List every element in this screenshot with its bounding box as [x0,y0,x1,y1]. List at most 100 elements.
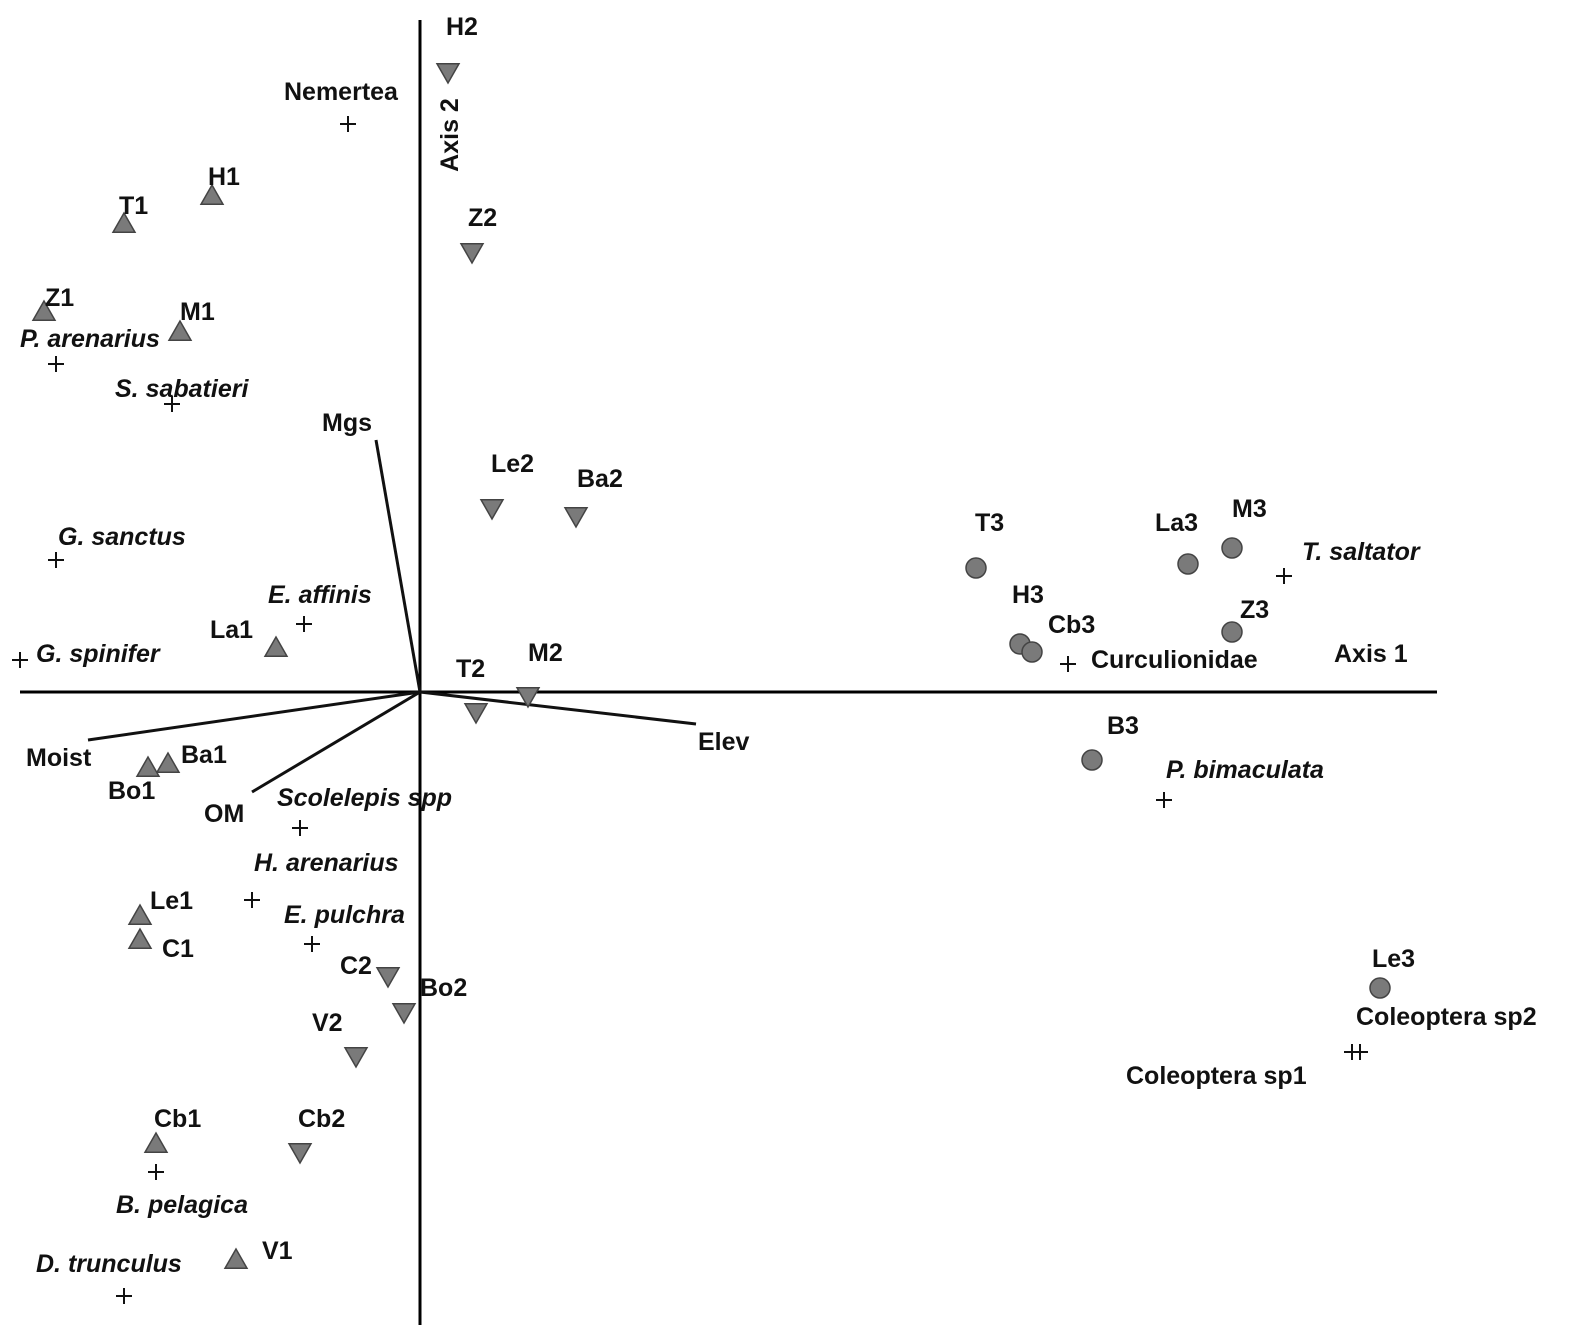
label-c1: C1 [162,935,194,963]
label-v2: V2 [312,1009,343,1037]
vector-mgs [374,439,422,693]
point-b3 [1081,749,1103,771]
point-v2 [343,1047,369,1069]
point-bo1 [135,755,161,777]
label-d-trunculus: D. trunculus [36,1250,182,1278]
point-z3 [1221,621,1243,643]
label-t3: T3 [975,509,1004,537]
point-g-spinifer [12,652,28,668]
label-c2: C2 [340,952,372,980]
point-s-sabatieri [164,396,180,412]
vector-label-om: OM [204,800,244,828]
label-t1: T1 [119,192,148,220]
label-bo1: Bo1 [108,777,155,805]
point-nemertea [340,116,356,132]
point-bo2 [391,1003,417,1025]
label-b-pelagica: B. pelagica [116,1191,248,1219]
label-b3: B3 [1107,712,1139,740]
label-g-spinifer: G. spinifer [36,640,161,668]
label-cb3: Cb3 [1048,611,1095,639]
point-e-pulchra [304,936,320,952]
label-z3: Z3 [1240,596,1269,624]
point-scolelepis-spp [292,820,308,836]
point-coleoptera-sp2 [1352,1044,1368,1060]
axis-1-label: Axis 1 [1334,640,1408,668]
vector-label-mgs: Mgs [322,409,372,437]
label-p-arenarius: P. arenarius [20,325,160,353]
label-m1: M1 [180,298,215,326]
point-la3 [1177,553,1199,575]
label-le2: Le2 [491,450,534,478]
point-le1 [127,903,153,925]
label-h-arenarius: H. arenarius [254,849,399,877]
vector-label-elev: Elev [698,728,750,756]
point-cb1 [143,1131,169,1153]
label-p-bimaculata: P. bimaculata [1166,756,1324,784]
point-t2 [463,703,489,725]
point-cb3 [1021,641,1043,663]
label-cb1: Cb1 [154,1105,201,1133]
label-ba1: Ba1 [181,741,227,769]
point-h1 [199,183,225,205]
point-cb2 [287,1143,313,1165]
point-c2 [375,967,401,989]
point-m3 [1221,537,1243,559]
label-la3: La3 [1155,509,1198,537]
label-scolelepis-spp: Scolelepis spp [277,784,452,812]
label-g-sanctus: G. sanctus [58,523,186,551]
point-la1 [263,635,289,657]
vector-moist [87,690,421,742]
label-t-saltator: T. saltator [1302,538,1421,566]
label-h1: H1 [208,163,240,191]
vector-label-moist: Moist [26,744,92,772]
label-h3: H3 [1012,581,1044,609]
label-ba2: Ba2 [577,465,623,493]
point-c1 [127,927,153,949]
point-h-arenarius [244,892,260,908]
point-p-bimaculata [1156,792,1172,808]
label-s-sabatieri: S. sabatieri [115,375,249,403]
point-t1 [111,211,137,233]
label-nemertea: Nemertea [284,78,399,106]
label-e-pulchra: E. pulchra [284,901,405,929]
label-curculionidae: Curculionidae [1091,646,1258,674]
label-m3: M3 [1232,495,1267,523]
point-le3 [1369,977,1391,999]
point-le2 [479,499,505,521]
label-h2: H2 [446,13,478,41]
point-t3 [965,557,987,579]
point-p-arenarius [48,356,64,372]
label-e-affinis: E. affinis [268,581,372,609]
label-coleoptera-sp1: Coleoptera sp1 [1126,1062,1307,1090]
label-m2: M2 [528,639,563,667]
point-z1 [31,299,57,321]
label-le1: Le1 [150,887,193,915]
point-curculionidae [1060,656,1076,672]
label-v1: V1 [262,1237,293,1265]
point-ba2 [563,507,589,529]
axis-2-label: Axis 2 [436,98,464,172]
point-v1 [223,1247,249,1269]
label-z2: Z2 [468,204,497,232]
point-h2 [435,63,461,85]
label-bo2: Bo2 [420,974,467,1002]
label-z1: Z1 [45,284,74,312]
label-le3: Le3 [1372,945,1415,973]
point-t-saltator [1276,568,1292,584]
point-m1 [167,319,193,341]
point-g-sanctus [48,552,64,568]
point-b-pelagica [148,1164,164,1180]
point-z2 [459,243,485,265]
label-la1: La1 [210,616,253,644]
vector-om [251,690,421,794]
label-coleoptera-sp2: Coleoptera sp2 [1356,1003,1537,1031]
sample-points [12,63,1391,1304]
point-m2 [515,687,541,709]
point-d-trunculus [116,1288,132,1304]
label-t2: T2 [456,655,485,683]
vector-elev [419,690,697,726]
label-cb2: Cb2 [298,1105,345,1133]
